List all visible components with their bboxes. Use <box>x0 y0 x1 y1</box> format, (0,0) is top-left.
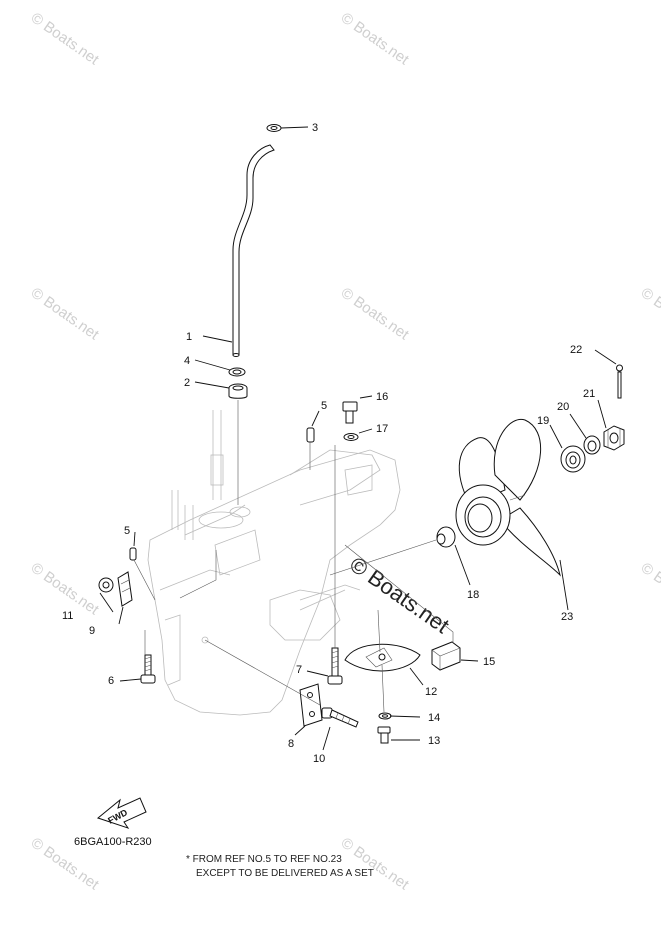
callout-21: 21 <box>583 388 595 400</box>
dowel-pin-lower <box>129 547 137 561</box>
grommet-4 <box>228 367 246 377</box>
washer-14 <box>378 712 392 720</box>
callout-6: 6 <box>108 675 114 687</box>
grommet-3 <box>266 124 282 132</box>
callout-23: 23 <box>561 611 573 623</box>
callout-4: 4 <box>184 355 190 367</box>
callout-5-lower: 5 <box>124 525 130 537</box>
callout-13: 13 <box>428 735 440 747</box>
watermark: © Boats.net <box>28 284 103 343</box>
cotter-pin-22 <box>616 364 623 399</box>
watermark: © Boats.net <box>638 284 661 343</box>
callout-7: 7 <box>296 664 302 676</box>
callout-2: 2 <box>184 377 190 389</box>
thrust-washer-18 <box>436 526 456 548</box>
watermark: © Boats.net <box>338 284 413 343</box>
callout-11: 11 <box>62 610 73 622</box>
plate-9 <box>117 571 133 607</box>
washer-20 <box>583 435 601 455</box>
callout-5-upper: 5 <box>321 400 327 412</box>
bracket-8 <box>299 683 323 727</box>
propeller-23 <box>455 418 561 577</box>
callout-15: 15 <box>483 656 495 668</box>
callout-18: 18 <box>467 589 479 601</box>
watermark: © Boats.net <box>338 9 413 68</box>
alignment-lines <box>133 400 454 713</box>
anode-15 <box>431 641 461 671</box>
callout-14: 14 <box>428 712 440 724</box>
callout-16: 16 <box>376 391 388 403</box>
callout-8: 8 <box>288 738 294 750</box>
bolt-6 <box>140 654 156 684</box>
diagram-code: 6BGA100-R230 <box>74 836 152 848</box>
grommet-2 <box>228 383 248 399</box>
leader-lines <box>99 126 617 751</box>
callout-19: 19 <box>537 415 549 427</box>
callout-12: 12 <box>425 686 437 698</box>
callout-17: 17 <box>376 423 388 435</box>
watermark: © Boats.net <box>28 9 103 68</box>
dowel-pin-upper <box>306 427 315 443</box>
washer-17 <box>343 433 359 441</box>
callout-1: 1 <box>186 331 192 343</box>
fwd-arrow: FWD <box>96 797 147 829</box>
note-line-2: EXCEPT TO BE DELIVERED AS A SET <box>196 868 374 879</box>
callout-22: 22 <box>570 344 582 356</box>
bolt-10 <box>321 707 359 728</box>
water-tube <box>232 144 275 357</box>
callout-10: 10 <box>313 753 325 765</box>
trim-tab-12 <box>344 643 421 672</box>
watermark: © Boats.net <box>338 834 413 893</box>
nut-11 <box>98 577 114 593</box>
callout-9: 9 <box>89 625 95 637</box>
callout-20: 20 <box>557 401 569 413</box>
spacer-19 <box>560 445 586 473</box>
note-line-1: * FROM REF NO.5 TO REF NO.23 <box>186 854 342 865</box>
nut-21 <box>603 425 625 451</box>
bolt-16 <box>342 401 358 424</box>
bolt-7 <box>327 647 343 685</box>
watermark: © Boats.net <box>638 559 661 618</box>
callout-3: 3 <box>312 122 318 134</box>
bolt-13 <box>377 726 391 744</box>
callout-labels: 3 1 4 2 5 16 17 5 11 9 6 7 8 10 12 14 13… <box>62 122 595 765</box>
